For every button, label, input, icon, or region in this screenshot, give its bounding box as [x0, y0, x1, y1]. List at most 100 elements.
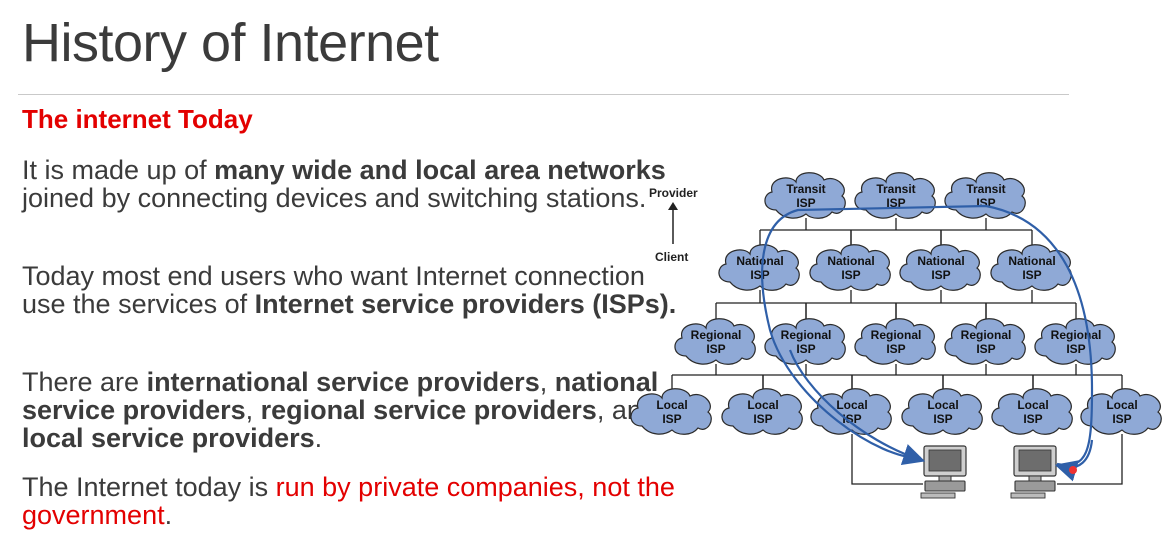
isp-label-line2: ISP	[976, 342, 995, 356]
routing-path-arrowhead-b	[1054, 439, 1094, 482]
cloud-icon	[1034, 318, 1116, 365]
isp-label-line1: National	[917, 254, 964, 268]
cloud-icon	[764, 172, 846, 219]
title-divider	[18, 94, 1069, 95]
p3-bold-1: international service providers	[146, 367, 540, 397]
isp-label-line2: ISP	[662, 412, 681, 426]
p1-bold-1: many wide and local area networks	[214, 155, 666, 185]
isp-label-line2: ISP	[931, 268, 950, 282]
isp-label-line1: National	[736, 254, 783, 268]
p1-text-1: It is made up of	[22, 155, 215, 185]
isp-label-line2: ISP	[933, 412, 952, 426]
p3-bold-3: regional service providers	[260, 395, 597, 425]
p3-text-5: .	[314, 423, 323, 453]
isp-label-line2: ISP	[796, 342, 815, 356]
p2-text-1: Today most end users who want Internet c…	[22, 261, 645, 319]
cloud-icon	[991, 388, 1073, 435]
isp-label-line2: ISP	[886, 196, 905, 210]
cloud-icon	[630, 388, 712, 435]
isp-label-line1: Regional	[691, 328, 742, 342]
isp-label-line1: National	[827, 254, 874, 268]
slide-title: History of Internet	[22, 13, 439, 73]
isp-label-line1: Local	[747, 398, 778, 412]
diagram-legend: Provider Client	[649, 180, 709, 280]
slide-subtitle: The internet Today	[22, 104, 253, 134]
isp-hierarchy-diagram: TransitISPTransitISPTransitISPNationalIS…	[630, 172, 1162, 499]
isp-label-line1: Regional	[961, 328, 1012, 342]
cloud-icon	[944, 318, 1026, 365]
routing-path-arrowhead-a	[788, 349, 926, 465]
p4-text-1: The Internet today is	[22, 472, 276, 502]
paragraph-networks: It is made up of many wide and local are…	[22, 156, 682, 212]
isp-label-line2: ISP	[886, 342, 905, 356]
cloud-icon	[990, 244, 1072, 291]
isp-label-line2: ISP	[1066, 342, 1085, 356]
p3-text-2: ,	[539, 367, 555, 397]
p3-bold-4: local service providers	[22, 423, 315, 453]
legend-provider-label: Provider	[649, 186, 698, 200]
p4-red-1: run by private companies, not the govern…	[22, 472, 675, 530]
cloud-icon	[899, 244, 981, 291]
cloud-icon	[809, 244, 891, 291]
isp-label-line1: Local	[836, 398, 867, 412]
p4-text-2: .	[164, 500, 173, 530]
paragraph-private-companies: The Internet today is run by private com…	[22, 473, 682, 529]
client-computer-icon	[1010, 445, 1057, 499]
p3-text-1: There are	[22, 367, 147, 397]
cloud-icon	[854, 318, 936, 365]
paragraph-provider-types: There are international service provider…	[22, 368, 682, 452]
client-computer-icon	[920, 445, 967, 499]
isp-label-line2: ISP	[753, 412, 772, 426]
legend-client-label: Client	[655, 250, 689, 264]
cloud-icon	[674, 318, 756, 365]
isp-label-line1: Regional	[1051, 328, 1102, 342]
up-arrow-icon	[668, 202, 678, 244]
isp-label-line1: Transit	[786, 182, 825, 196]
isp-label-line2: ISP	[750, 268, 769, 282]
isp-label-line1: Regional	[871, 328, 922, 342]
routing-path-arrow	[761, 204, 1094, 467]
paragraph-isps: Today most end users who want Internet c…	[22, 262, 682, 318]
isp-label-line2: ISP	[1023, 412, 1042, 426]
cloud-icon	[901, 388, 983, 435]
isp-label-line2: ISP	[706, 342, 725, 356]
pointer-dot-icon	[1069, 466, 1077, 474]
isp-label-line1: Local	[927, 398, 958, 412]
isp-label-line2: ISP	[796, 196, 815, 210]
p2-bold-1: Internet service providers (ISPs).	[254, 289, 677, 319]
isp-label-line1: National	[1008, 254, 1055, 268]
isp-label-line1: Local	[1017, 398, 1048, 412]
isp-label-line1: Transit	[876, 182, 915, 196]
isp-label-line1: Local	[656, 398, 687, 412]
cloud-icon	[721, 388, 803, 435]
p3-bold-2: national service providers	[22, 367, 659, 425]
isp-label-line1: Regional	[781, 328, 832, 342]
isp-label-line2: ISP	[841, 268, 860, 282]
hierarchy-links	[671, 218, 1123, 485]
isp-label-line2: ISP	[842, 412, 861, 426]
p3-text-3: ,	[245, 395, 261, 425]
cloud-icon	[1080, 388, 1162, 435]
isp-label-line1: Local	[1106, 398, 1137, 412]
isp-label-line1: Transit	[966, 182, 1005, 196]
p1-text-2: joined by connecting devices and switchi…	[22, 183, 647, 213]
isp-label-line2: ISP	[1112, 412, 1131, 426]
